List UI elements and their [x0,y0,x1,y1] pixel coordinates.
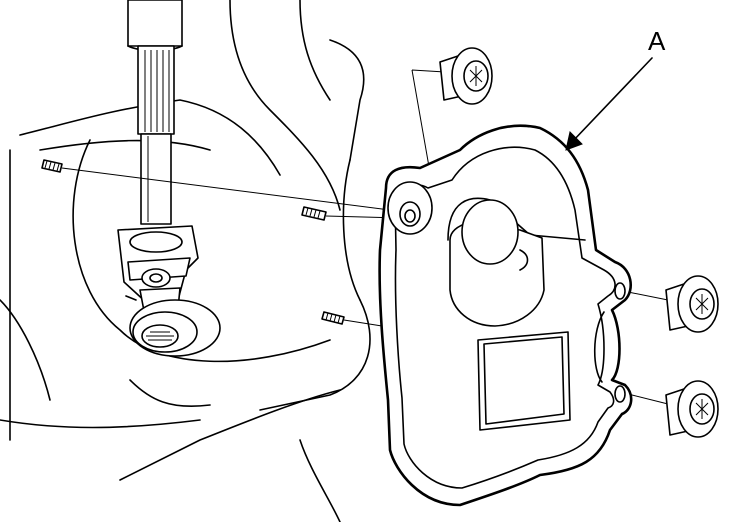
clip-fastener-top [439,47,493,105]
callout-arrow [565,57,653,151]
stud-upper [41,159,63,173]
steering-shaft [127,0,183,225]
gear-shaft-boot [129,299,221,357]
clip-fastener-bottom [665,380,719,438]
clip-fastener-middle [665,275,719,333]
callout-label-a: A [648,26,666,56]
stud-lower [321,311,345,325]
body-panel-contours [0,0,371,522]
steering-joint-cover [378,124,633,507]
stud-middle [301,206,327,221]
